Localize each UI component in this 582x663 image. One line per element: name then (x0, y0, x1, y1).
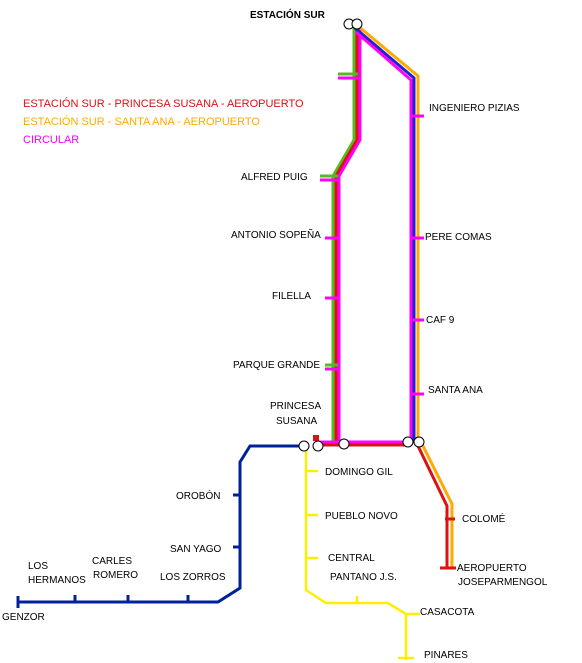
label-princesa-2: SUSANA (276, 416, 317, 427)
label-pantano: PANTANO J.S. (330, 572, 397, 583)
label-domingo-gil: DOMINGO GIL (325, 467, 393, 478)
tick-princesa-susana (313, 435, 319, 441)
label-casacota: CASACOTA (420, 607, 475, 618)
line-green-left (331, 28, 356, 446)
label-carles-2: ROMERO (93, 570, 138, 581)
label-carles-1: CARLES (92, 556, 132, 567)
label-orobon: OROBÓN (176, 489, 220, 502)
label-aeropuerto-1: AEROPUERTO (457, 563, 527, 574)
label-aeropuerto-2: JOSEPARMENGOL (458, 577, 548, 588)
label-san-yago: SAN YAGO (170, 544, 222, 555)
interchange-estacion-sur-b (351, 18, 363, 30)
interchange-princesa-a (298, 440, 310, 452)
label-pere-comas: PERE COMAS (425, 232, 492, 243)
label-alfred-puig: ALFRED PUIG (241, 172, 308, 183)
label-pinares: PINARES (424, 650, 468, 661)
label-los-zorros: LOS ZORROS (160, 572, 226, 583)
legend-item-magenta: CIRCULAR (23, 134, 79, 146)
map-title: ESTACIÓN SUR (250, 8, 326, 21)
interchange-santa-ana-a (402, 436, 414, 448)
legend-item-orange: ESTACIÓN SUR - SANTA ANA - AEROPUERTO (23, 115, 260, 128)
line-magenta-right (355, 30, 413, 442)
line-red-left (334, 28, 359, 446)
station-labels: ALFRED PUIG ANTONIO SOPEÑA FILELLA PARQU… (2, 103, 548, 661)
legend-item-red: ESTACIÓN SUR - PRINCESA SUSANA - AEROPUE… (23, 97, 304, 110)
label-hermanos-1: LOS (28, 561, 48, 572)
line-blue-right (354, 26, 416, 442)
legend: ESTACIÓN SUR - PRINCESA SUSANA - AEROPUE… (23, 97, 304, 146)
station-ticks (16, 72, 456, 660)
label-parque-grande: PARQUE GRANDE (233, 360, 320, 371)
label-central: CENTRAL (328, 553, 375, 564)
label-caf9: CAF 9 (426, 315, 455, 326)
label-antonio-sopena: ANTONIO SOPEÑA (231, 228, 321, 241)
line-magenta-left (337, 28, 362, 446)
interchange-princesa-b (312, 440, 324, 452)
label-santa-ana: SANTA ANA (428, 385, 483, 396)
route-lines (18, 24, 454, 660)
interchange-stations (298, 18, 425, 452)
line-navy-west (18, 444, 302, 604)
label-genzor: GENZOR (2, 612, 45, 623)
label-filella: FILELLA (272, 291, 311, 302)
label-colome: COLOMÉ (462, 512, 506, 525)
label-pueblo-novo: PUEBLO NOVO (325, 511, 398, 522)
label-hermanos-2: HERMANOS (28, 575, 86, 586)
line-red-airport (416, 445, 449, 568)
interchange-santa-ana-b (413, 436, 425, 448)
interchange-princesa-c (338, 438, 350, 450)
label-ingeniero-pizias: INGENIERO PIZIAS (429, 103, 520, 114)
label-princesa-1: PRINCESA (270, 401, 321, 412)
